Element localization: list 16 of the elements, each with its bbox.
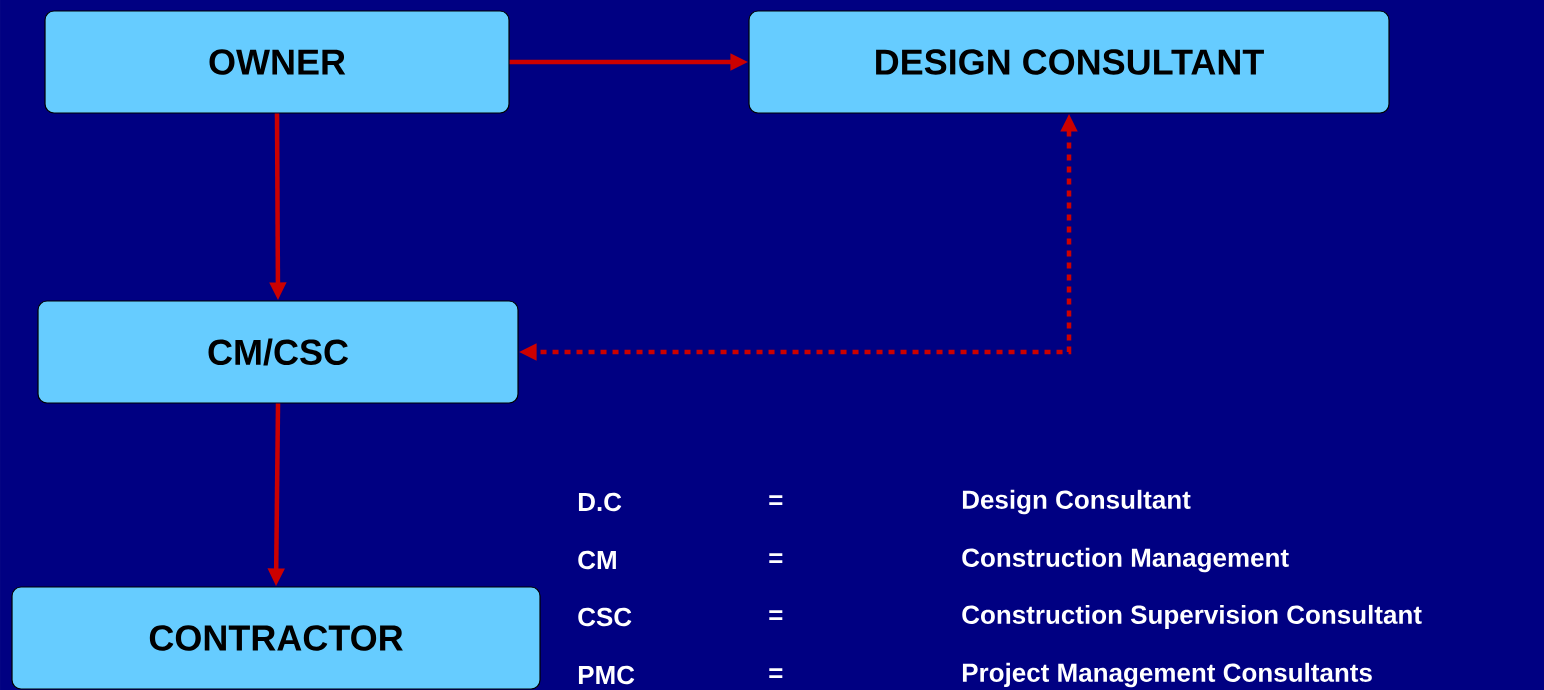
role-box: OWNER xyxy=(44,10,510,114)
legend-text: = xyxy=(769,610,783,621)
legend-text: Construction Management xyxy=(962,547,1289,573)
legend-text: = xyxy=(769,553,783,564)
role-box: DESIGN CONSULTANT xyxy=(748,10,1390,114)
legend-text: CSC xyxy=(578,607,632,627)
role-box: CM/CSC xyxy=(37,300,519,404)
legend-text: = xyxy=(769,495,783,506)
legend-text: D.C xyxy=(578,492,622,512)
legend-text: Project Management Consultants xyxy=(962,662,1372,688)
legend-text: = xyxy=(769,668,783,679)
legend-text: Design Consultant xyxy=(962,489,1191,515)
legend-text: PMC xyxy=(578,665,635,685)
role-box: CONTRACTOR xyxy=(11,586,541,690)
legend-text: Construction Supervision Consultant xyxy=(962,604,1422,630)
legend-text: CM xyxy=(578,550,616,570)
